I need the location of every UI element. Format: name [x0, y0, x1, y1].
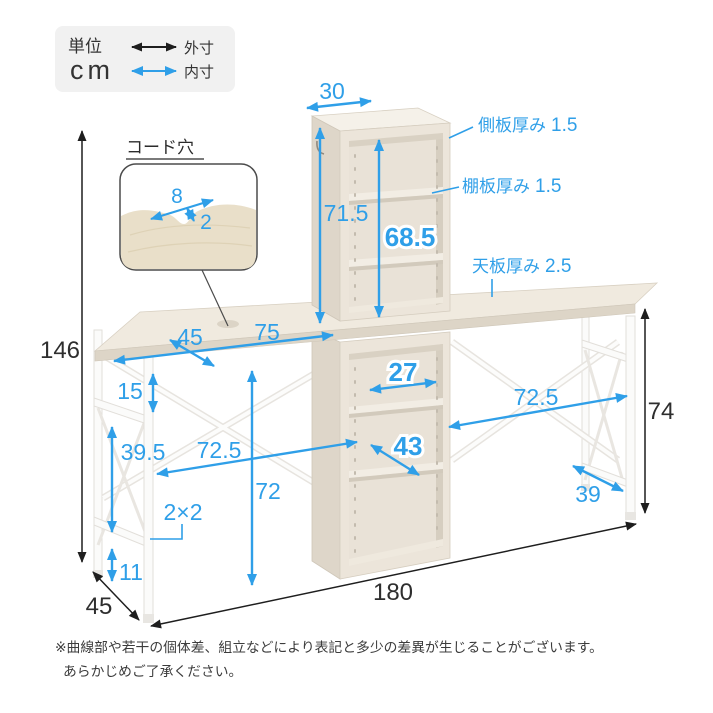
legend-unit-label: 単位: [68, 37, 102, 56]
dim-left-span: 75: [254, 319, 280, 345]
dim-arrow-total-width: [150, 521, 637, 629]
dim-desk-depth-top: 45: [177, 324, 203, 350]
leader-side-thickness: [448, 126, 474, 139]
left-x-brace: [101, 352, 345, 503]
shelf-thickness-value: 1.5: [535, 176, 561, 197]
legend-box: [55, 26, 235, 92]
footnote-line2: あらかじめご了承ください。: [63, 664, 242, 679]
dim-arrow-bottom-depth: [92, 571, 140, 621]
top-thickness-value: 2.5: [545, 256, 571, 277]
upper-shelf-board: [349, 187, 443, 201]
side-thickness-text: 側板厚み: [478, 116, 546, 135]
dim-under-height: 72: [255, 478, 281, 504]
dim-hole-depth: 2: [200, 211, 212, 234]
dim-cube-inner-width: 27: [389, 357, 418, 387]
left-front-leg: [143, 351, 154, 623]
leader-shelf-thickness: [431, 186, 460, 194]
unit-legend: 単位 cm 外寸 内寸: [55, 26, 235, 92]
dim-gap-top: 15: [117, 378, 143, 404]
dim-arrow-cube-inner-depth: [370, 443, 420, 477]
desk-frame: [93, 299, 636, 623]
dim-right-inner-width: 72.5: [514, 384, 559, 410]
upper-shelf-board: [349, 253, 443, 267]
dim-arrow-cube-inner-width: [369, 378, 437, 394]
upper-shelf-shadow: [349, 260, 443, 271]
wood-grain: [127, 224, 253, 253]
dim-total-width: 180: [373, 579, 413, 606]
dim-hole-width: 8: [171, 185, 183, 208]
dim-shelf-height: 71.5: [324, 200, 369, 226]
dim-arrow-shelf-width: [306, 97, 372, 112]
legend-inner-label: 内寸: [184, 64, 214, 81]
lower-inner-wall: [436, 344, 443, 548]
dim-arrow-right-inner-width: [448, 392, 628, 431]
legend-outer-label: 外寸: [184, 40, 214, 57]
right-rear-leg: [581, 299, 590, 491]
foot-pad: [143, 614, 154, 623]
dim-arrow-hole-width: [150, 198, 214, 221]
dim-right-rail-depth: 39: [575, 481, 601, 507]
dim-bottom-depth: 45: [86, 593, 113, 620]
dim-left-inner-width: 72.5: [197, 437, 242, 463]
callout-wood-detail: [121, 204, 256, 269]
upper-inner-top-shadow: [349, 133, 443, 147]
upper-shelf-shadow: [349, 194, 443, 205]
cord-hole-callout: コード穴 8 2: [119, 138, 258, 327]
upper-bottom-board: [349, 297, 443, 313]
top-thickness-text: 天板厚み: [472, 257, 540, 276]
lower-tower-side-panel: [311, 329, 341, 580]
inner-dimension-arrows: [107, 97, 628, 586]
dim-total-height: 146: [40, 337, 80, 364]
leg-size-bracket: [150, 524, 183, 540]
dim-cube-inner-depth: 43: [394, 431, 423, 461]
cord-hole-notch: [217, 320, 239, 328]
shelf-tower-upper: [310, 107, 452, 322]
dim-desk-height: 74: [648, 398, 675, 425]
dim-arrow-left-span: [113, 331, 334, 365]
label-side-thickness: 側板厚み 1.5: [478, 115, 577, 136]
dim-leg-size: 2×2: [163, 499, 202, 525]
lower-inner-top-shadow: [349, 344, 443, 360]
label-shelf-thickness: 棚板厚み 1.5: [462, 176, 561, 197]
outer-dimension-arrows: [77, 130, 650, 629]
shelf-tower-lower: [311, 329, 451, 580]
dim-arrow-left-inner-width: [156, 438, 358, 478]
dim-shelf-inner-height: 68.5: [385, 222, 436, 252]
dim-foot-height: 11: [119, 559, 143, 585]
side-thickness-value: 1.5: [551, 115, 577, 136]
right-front-leg: [625, 315, 636, 520]
dim-arrow-hole-depth: [184, 207, 197, 222]
legend-unit-value: cm: [70, 55, 114, 85]
footnote-line1: ※曲線部や若干の個体差、組立などにより表記と多少の差異が生じることがございます。: [55, 639, 603, 655]
dim-shelf-width: 30: [319, 78, 345, 104]
dim-gap-mid: 39.5: [121, 439, 166, 465]
foot-pad: [625, 512, 636, 520]
lower-shelf-shadow: [349, 405, 443, 418]
callout-title: コード穴: [126, 138, 194, 157]
lower-shelf-board: [349, 398, 443, 414]
callout-leader-line: [201, 269, 229, 327]
shelf-thickness-text: 棚板厚み: [462, 177, 530, 196]
dim-arrow-right-rail-depth: [572, 464, 624, 493]
label-top-thickness: 天板厚み 2.5: [472, 256, 571, 277]
